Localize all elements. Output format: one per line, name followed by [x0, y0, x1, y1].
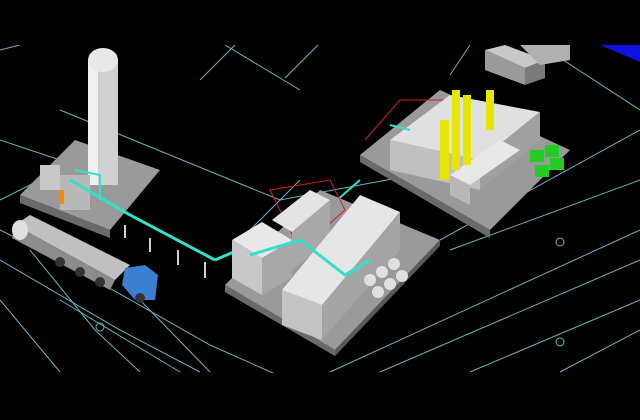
storage-shed-top	[485, 45, 570, 85]
letterbox-bottom	[0, 373, 640, 420]
silo-area	[20, 48, 216, 262]
yellow-vessels	[440, 90, 494, 180]
truck-cab	[122, 265, 158, 300]
corner-panel	[600, 45, 640, 62]
process-building-right	[360, 90, 570, 238]
process-building-center	[225, 179, 440, 356]
site-lines	[0, 44, 640, 386]
letterbox-top	[0, 0, 640, 45]
tanker-truck	[12, 215, 158, 303]
green-equipment	[530, 145, 564, 177]
